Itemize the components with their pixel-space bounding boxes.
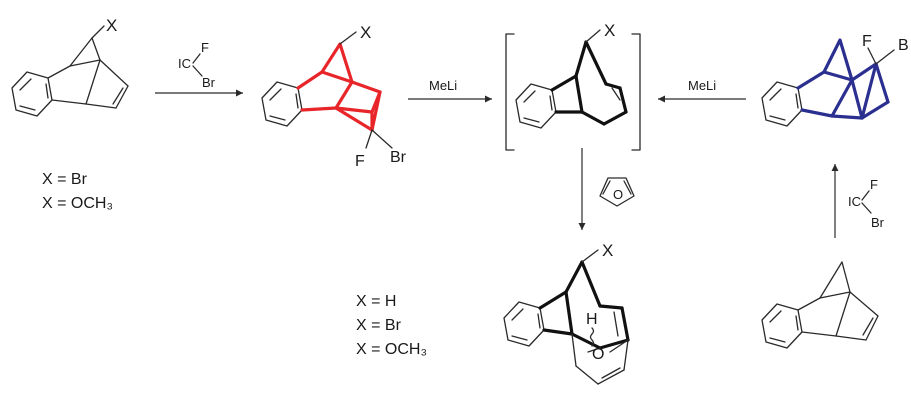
x-option-h: X = H (356, 293, 396, 310)
meli-arrow-left: MeLi (408, 78, 492, 103)
carbenoid-addition-arrow-up (831, 164, 839, 238)
substituent-x-label: X (604, 21, 615, 40)
meli-right-label: MeLi (688, 78, 716, 93)
allene-intermediate: X (505, 21, 641, 151)
furan-trapping-arrow (578, 148, 586, 230)
carbenoid-addition-arrow (155, 89, 243, 97)
x-option-br: X = Br (42, 171, 88, 188)
substituent-x-label: X (106, 16, 117, 35)
carbenoid-ic-label: IC (178, 56, 191, 71)
carbenoid-reagent-right: IC F Br (848, 177, 885, 230)
carbenoid-br-label: Br (202, 75, 216, 90)
substituent-x-label: X (602, 241, 613, 260)
adduct-h-label: H (586, 311, 598, 328)
carbenoid-f-label: F (201, 40, 209, 55)
x-option-och3-bottom: X = OCH₃ (356, 341, 427, 358)
meli-arrow-right: MeLi (658, 78, 746, 103)
product-br-label: Br (390, 149, 407, 166)
cyclopropane-adduct-red: X F Br (261, 23, 407, 170)
x-option-och3: X = OCH₃ (42, 195, 113, 212)
adduct-o-label: O (592, 346, 604, 363)
blue-b-label: B (898, 37, 909, 54)
meli-left-label: MeLi (429, 78, 457, 93)
substituent-x-label: X (360, 23, 371, 42)
carbenoid-ic-label: IC (848, 194, 861, 209)
carbenoid-reagent-top: IC F Br (178, 40, 216, 90)
furan-adduct-product: O H X (503, 241, 630, 385)
product-f-label: F (355, 153, 365, 170)
blue-f-label: F (862, 33, 872, 50)
furan-o-label: O (613, 187, 623, 202)
x-option-br-bottom: X = Br (356, 317, 402, 334)
benzonorbornadiene-bottom (761, 261, 879, 349)
starting-material-benzonorbornadiene: X (11, 16, 129, 117)
cyclopropane-adduct-blue: F B (761, 33, 909, 127)
furan-reagent: O (599, 177, 635, 207)
carbenoid-br-label: Br (871, 215, 885, 230)
carbenoid-f-label: F (870, 177, 878, 192)
